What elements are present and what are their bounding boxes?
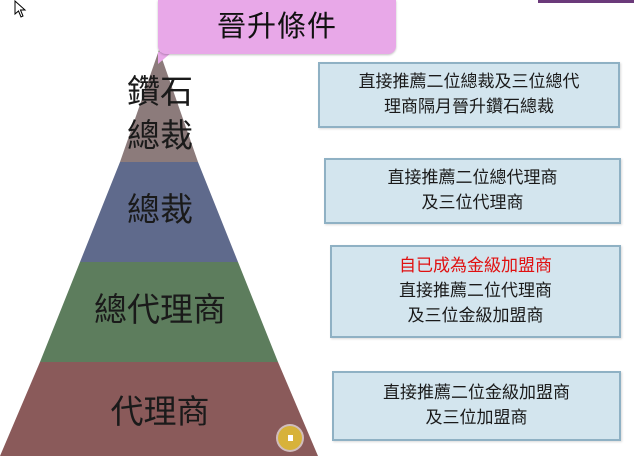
laser-pointer-icon <box>278 426 302 450</box>
tier-label-diamond-president: 鑽石 總裁 <box>100 70 220 158</box>
tier-label-president: 總裁 <box>127 190 193 229</box>
condition-box-president: 直接推薦二位總代理商 及三位代理商 <box>324 158 621 224</box>
condition-line: 及三位金級加盟商 <box>407 306 544 326</box>
condition-box-diamond-president: 直接推薦二位總裁及三位總代 理商隔月晉升鑽石總裁 <box>318 62 620 128</box>
tier-label-line: 總裁 <box>127 116 193 155</box>
condition-box-agent: 直接推薦二位金級加盟商 及三位加盟商 <box>332 371 621 441</box>
tier-diamond-president <box>120 50 198 162</box>
mouse-cursor-icon <box>14 0 27 18</box>
condition-line: 直接推薦二位總裁及三位總代 <box>358 72 580 92</box>
condition-box-general-agent: 自已成為金級加盟商 直接推薦二位代理商 及三位金級加盟商 <box>330 245 621 338</box>
tier-label-line: 鑽石 <box>127 72 193 111</box>
tier-label-general-agent: 總代理商 <box>94 290 226 329</box>
condition-line: 及三位加盟商 <box>425 408 528 428</box>
condition-highlight: 自已成為金級加盟商 <box>399 256 552 276</box>
condition-line: 理商隔月晉升鑽石總裁 <box>384 97 554 117</box>
page-title: 晉升條件 <box>216 9 337 43</box>
title-tab-tail <box>158 52 172 64</box>
condition-line: 及三位代理商 <box>421 193 524 213</box>
condition-line: 直接推薦二位代理商 <box>399 281 552 301</box>
condition-line: 直接推薦二位金級加盟商 <box>383 383 570 403</box>
tier-general-agent <box>40 262 278 362</box>
tier-president <box>80 162 238 262</box>
window-edge-bar <box>538 0 634 3</box>
title-tab <box>158 0 396 54</box>
tier-label-agent: 代理商 <box>110 392 210 431</box>
condition-line: 直接推薦二位總代理商 <box>387 168 558 188</box>
tier-agent <box>0 362 318 456</box>
